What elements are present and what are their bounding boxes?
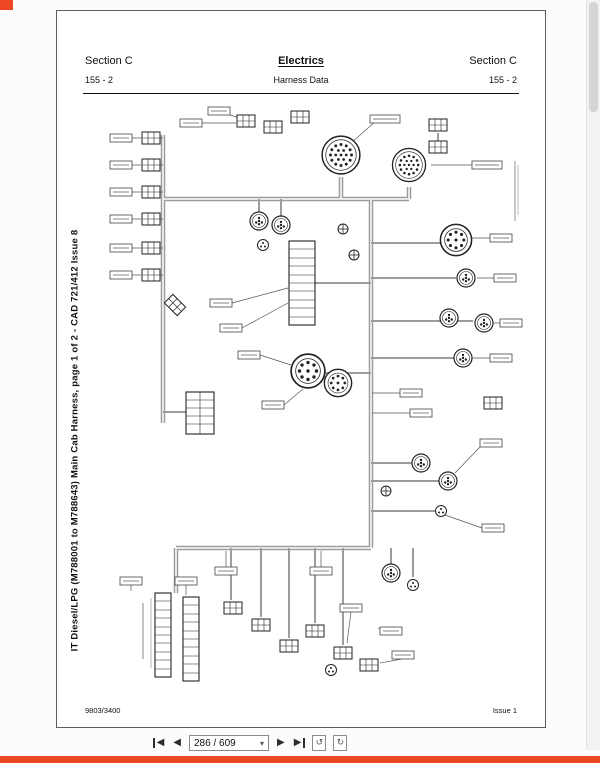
previous-page-button[interactable]: ◀	[173, 737, 181, 748]
page-header: Section C Electrics Section C	[85, 55, 517, 67]
next-view-button[interactable]: ↻	[333, 735, 348, 751]
next-page-button[interactable]: ▶	[277, 737, 285, 748]
subheader-page-right: 155 - 2	[488, 75, 517, 85]
first-page-button[interactable]: ◀	[152, 738, 166, 748]
scrollbar-thumb[interactable]	[589, 2, 598, 112]
footer-issue: Issue 1	[492, 706, 517, 715]
page-footer: 9803/3400 Issue 1	[85, 706, 517, 715]
page-navigation-toolbar: ◀ ◀ 286 / 609 ▾ ▶ ▶ ↺ ↻	[85, 733, 415, 753]
harness-side-title: IT Diesel/LPG (M788001 to M788643) Main …	[69, 229, 81, 652]
chevron-down-icon: ▾	[259, 738, 264, 748]
page-number-value: 286 / 609	[194, 737, 236, 749]
page-number-select[interactable]: 286 / 609 ▾	[189, 735, 269, 751]
bottom-accent-bar	[0, 756, 600, 763]
last-page-button[interactable]: ▶	[293, 738, 306, 748]
wiring-diagram	[109, 106, 523, 682]
subheader-page-left: 155 - 2	[85, 75, 114, 85]
header-title: Electrics	[278, 55, 324, 67]
document-page: Section C Electrics Section C 155 - 2 Ha…	[56, 10, 546, 728]
page-subheader: 155 - 2 Harness Data 155 - 2	[85, 75, 517, 85]
header-section-left: Section C	[85, 55, 133, 67]
header-section-right: Section C	[469, 55, 517, 67]
footer-publication-number: 9803/3400	[85, 706, 121, 715]
previous-view-button[interactable]: ↺	[312, 735, 327, 751]
app-accent-corner	[0, 0, 13, 10]
subheader-title: Harness Data	[273, 75, 329, 85]
vertical-scrollbar[interactable]	[586, 0, 600, 750]
header-rule	[83, 93, 519, 94]
